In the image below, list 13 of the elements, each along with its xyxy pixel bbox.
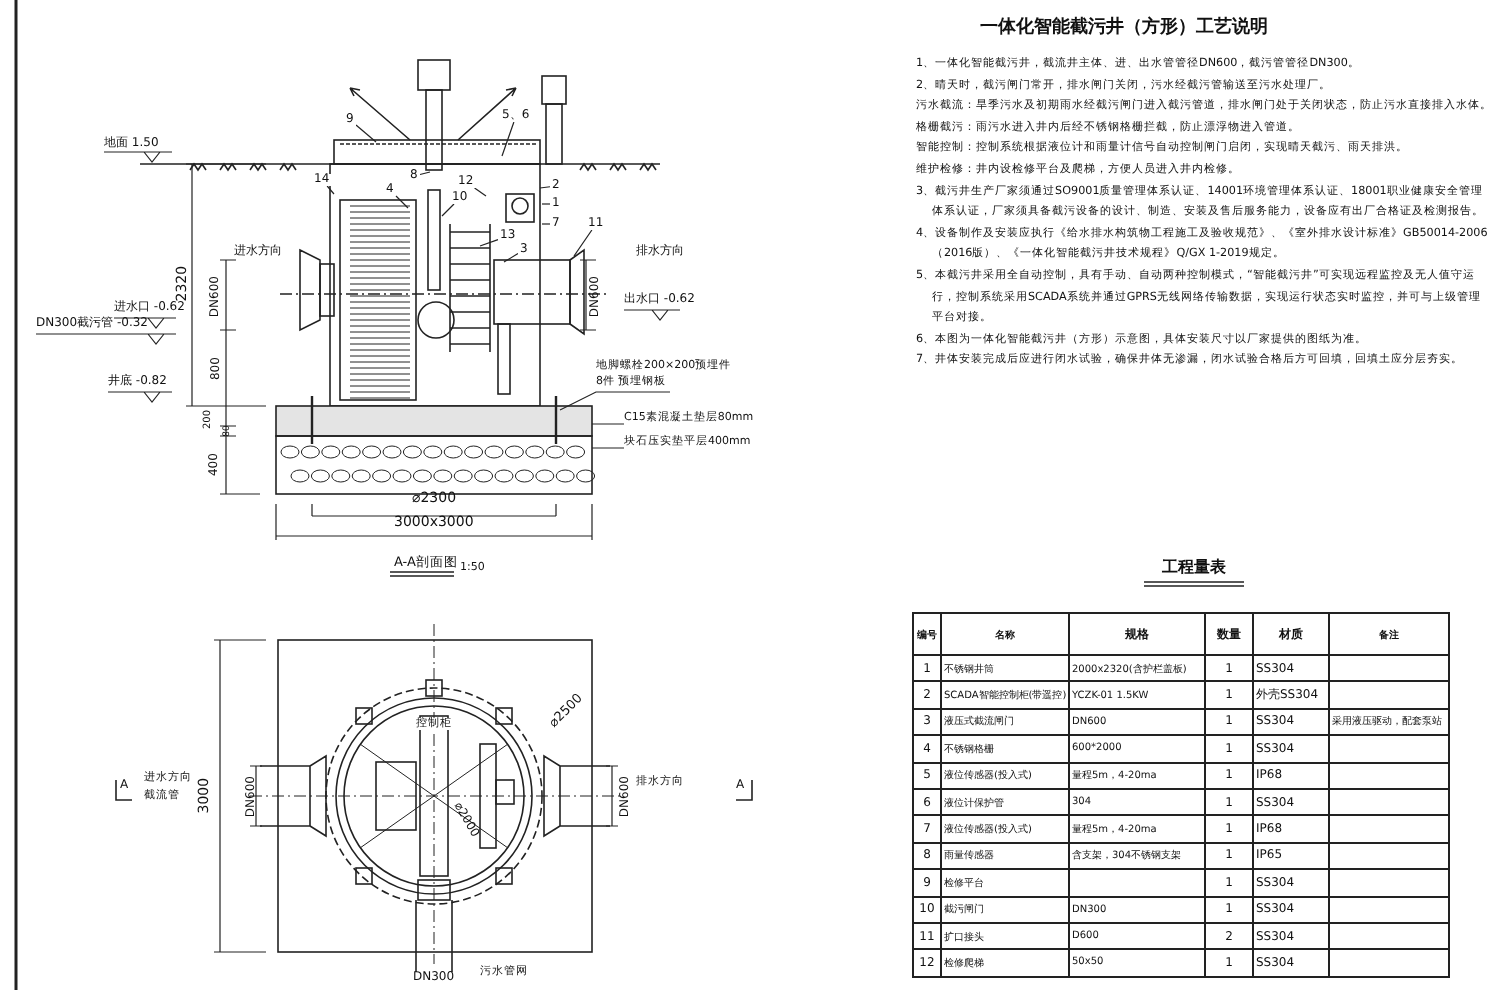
leader-line [501,121,515,157]
leader-line [573,229,593,257]
leader-line [326,185,335,195]
leader-line [539,186,551,189]
table-title: 工程量表 [1162,560,1226,578]
leader-line [541,223,551,225]
leader-line [503,253,519,263]
leader-line [473,187,487,197]
leader-line [419,171,431,176]
leader-line [541,203,551,205]
leader-line [355,124,377,143]
heading: 一体化智能截污井（方形）工艺说明 [980,20,1268,40]
leader-line [479,238,499,247]
